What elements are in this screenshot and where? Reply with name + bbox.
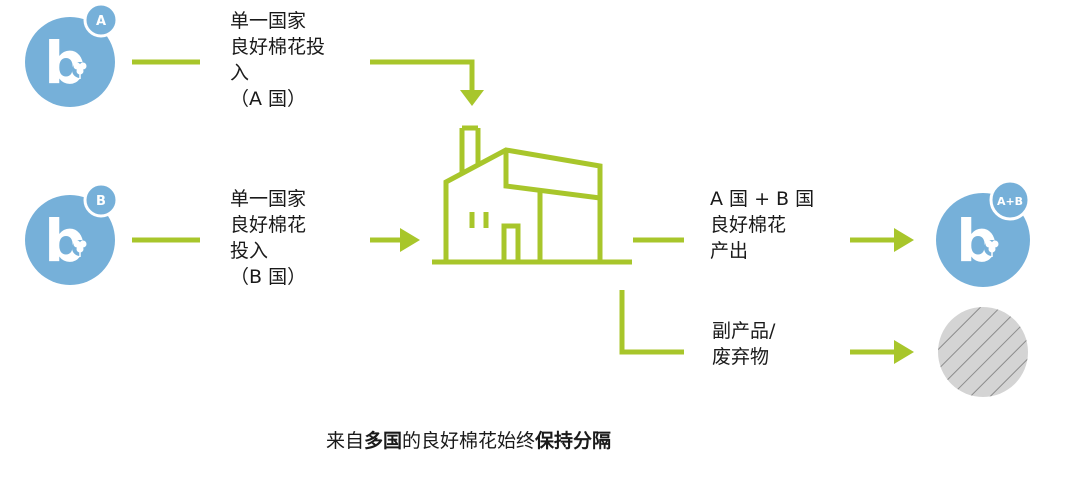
caption-part-1: 来自 [326, 430, 365, 452]
connector-byproduct-left [619, 290, 684, 355]
output-line-1: A 国 + B 国 [710, 188, 815, 210]
input-a-line-4: （A 国） [230, 88, 307, 110]
input-a-line-1: 单一国家 [230, 10, 307, 32]
output-line-3: 产出 [710, 240, 749, 262]
output-line-2: 良好棉花 [710, 214, 787, 236]
factory-icon [432, 125, 632, 265]
input-a-line-3: 入 [230, 62, 250, 84]
caption-part-4: 保持分隔 [535, 430, 612, 452]
badge-output-letters: A+B [997, 195, 1023, 208]
arrow-head-b [400, 228, 420, 252]
input-b-line-4: （B 国） [230, 266, 307, 288]
arrow-head-down [460, 90, 484, 106]
input-b-line-3: 投入 [230, 240, 269, 262]
connector-a-right [370, 59, 475, 92]
caption-part-2: 多国 [364, 430, 403, 452]
input-a-line-2: 良好棉花投 [230, 36, 326, 58]
diagram-caption: 来自多国的良好棉花始终保持分隔 [326, 428, 611, 454]
input-b-line-1: 单一国家 [230, 188, 307, 210]
input-a-label: 单一国家 良好棉花投 入 （A 国） [230, 8, 325, 112]
badge-a-letter: A [96, 14, 106, 29]
badge-b-letter: B [96, 194, 106, 209]
arrow-head-output [894, 228, 914, 252]
hatched-circle-icon [938, 307, 1028, 397]
byproduct-line-1: 副产品/ [712, 320, 776, 342]
bettercotton-badge-b-icon: B b [25, 182, 119, 285]
output-label: A 国 + B 国 良好棉花 产出 [710, 186, 814, 264]
byproduct-label: 副产品/ 废弃物 [712, 318, 775, 370]
input-b-label: 单一国家 良好棉花 投入 （B 国） [230, 186, 306, 290]
byproduct-line-2: 废弃物 [712, 346, 770, 368]
bettercotton-badge-a-icon: A b [25, 2, 119, 107]
caption-part-3: 的良好棉花始终 [402, 430, 536, 452]
bettercotton-badge-output-icon: A+B b [936, 179, 1031, 287]
input-b-line-2: 良好棉花 [230, 214, 307, 236]
arrow-head-byproduct [894, 340, 914, 364]
